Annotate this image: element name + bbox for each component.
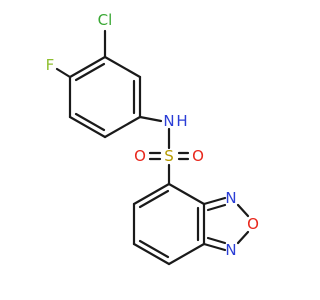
bond-c-n-bottom <box>202 242 227 252</box>
molecule-structure-diagram: Cl F N H S O O N O N <box>46 11 259 266</box>
atom-ring-oxygen: O <box>247 215 259 233</box>
atom-chlorine: Cl <box>98 11 113 29</box>
bond-ring2-6-inner <box>138 189 170 209</box>
bond-c-n <box>138 115 163 123</box>
atom-amide-nitrogen: N <box>163 112 174 130</box>
bond-ring1-4-inner <box>74 112 106 132</box>
bond-ring2-4-inner <box>138 239 170 259</box>
bond-ring1-6-inner <box>74 62 106 82</box>
bond-n-o-top <box>236 203 250 218</box>
bond-c-n-top-2 <box>206 203 227 212</box>
bond-c-f <box>55 67 72 79</box>
atom-sulfur: S <box>164 147 174 165</box>
atom-oxygen-left: O <box>134 147 146 165</box>
bond-ring1-4 <box>68 115 107 139</box>
atom-fluorine: F <box>46 56 55 74</box>
atom-ring-nitrogen-top: N <box>225 189 236 207</box>
bond-o-n-bottom <box>236 230 250 245</box>
bond-ring2-4 <box>132 242 171 266</box>
bond-ring1-3 <box>103 115 142 139</box>
atom-oxygen-right: O <box>192 147 204 165</box>
atom-labels: Cl F N H S O O N O N <box>46 11 259 259</box>
bond-ring2-1 <box>167 182 206 206</box>
bond-ring2-3 <box>167 242 206 266</box>
bonds <box>55 29 250 266</box>
bond-ring1-1 <box>103 55 142 79</box>
atom-ring-nitrogen-bottom: N <box>225 241 236 259</box>
bond-c-n-bottom-2 <box>206 236 227 245</box>
bond-ring2-6 <box>132 182 171 206</box>
atom-amide-hydrogen: H <box>176 112 187 130</box>
bond-c-n-top <box>202 196 227 206</box>
bond-ring1-6 <box>68 55 107 79</box>
